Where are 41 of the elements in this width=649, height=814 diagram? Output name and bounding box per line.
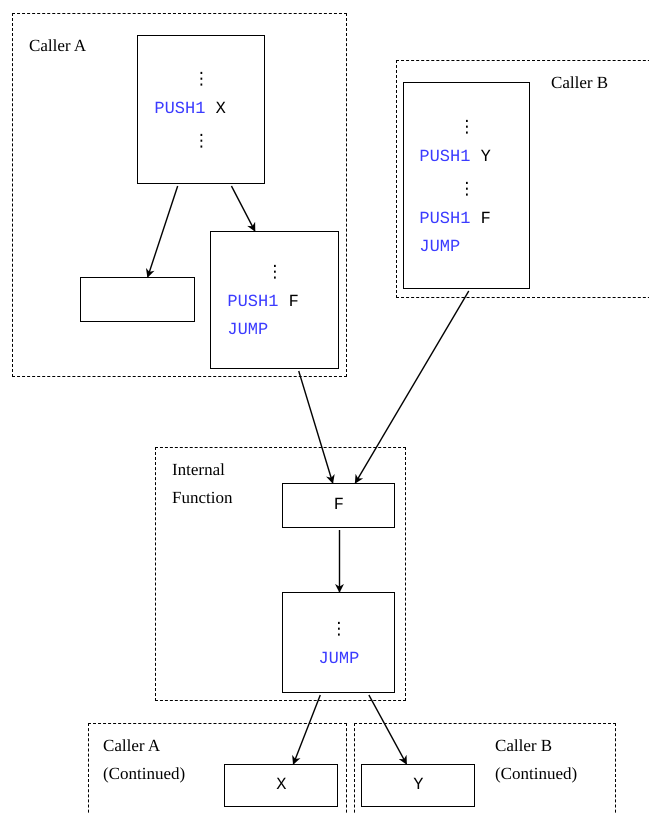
instruction: JUMP (227, 320, 268, 342)
instruction: PUSH1 X (154, 98, 226, 121)
code-block-box (210, 231, 340, 370)
dashed-group-frame (155, 447, 406, 701)
dashed-group-frame (396, 60, 649, 298)
arrow (368, 694, 408, 765)
arrow (354, 290, 470, 484)
operand: F (334, 494, 344, 517)
code-block-box (403, 82, 530, 290)
code-block-box (224, 764, 338, 808)
arrow (292, 694, 321, 765)
instruction: JUMP (318, 648, 360, 671)
ellipsis: ⋮ (266, 261, 284, 284)
arrow (335, 530, 344, 593)
group-label: Internal Function (172, 459, 234, 509)
operand: Y (413, 774, 424, 797)
dashed-group-frame (354, 723, 616, 814)
ellipsis: ⋮ (192, 68, 211, 91)
arrow (230, 186, 256, 232)
group-label: Caller B (551, 72, 610, 94)
ellipsis: ⋮ (330, 618, 348, 641)
ellipsis: ⋮ (458, 178, 476, 201)
empty-box (80, 277, 196, 322)
group-label: Caller A (29, 35, 88, 57)
instruction: PUSH1 Y (419, 146, 491, 169)
dashed-group-frame (88, 723, 347, 814)
group-label: Caller B (Continued) (495, 735, 578, 785)
arrow (298, 370, 335, 484)
instruction: JUMP (419, 236, 460, 259)
ellipsis: ⋮ (458, 116, 476, 139)
dashed-group-frame (12, 13, 347, 377)
instruction: PUSH1 F (419, 208, 491, 231)
arrow (146, 186, 178, 278)
operand: X (276, 774, 286, 797)
code-block-box (137, 35, 266, 184)
code-block-box (361, 764, 476, 808)
group-label: Caller A (Continued) (103, 735, 186, 785)
instruction: PUSH1 F (227, 292, 299, 314)
ellipsis: ⋮ (192, 130, 211, 153)
code-block-box (282, 592, 396, 694)
code-block-box (282, 483, 396, 528)
